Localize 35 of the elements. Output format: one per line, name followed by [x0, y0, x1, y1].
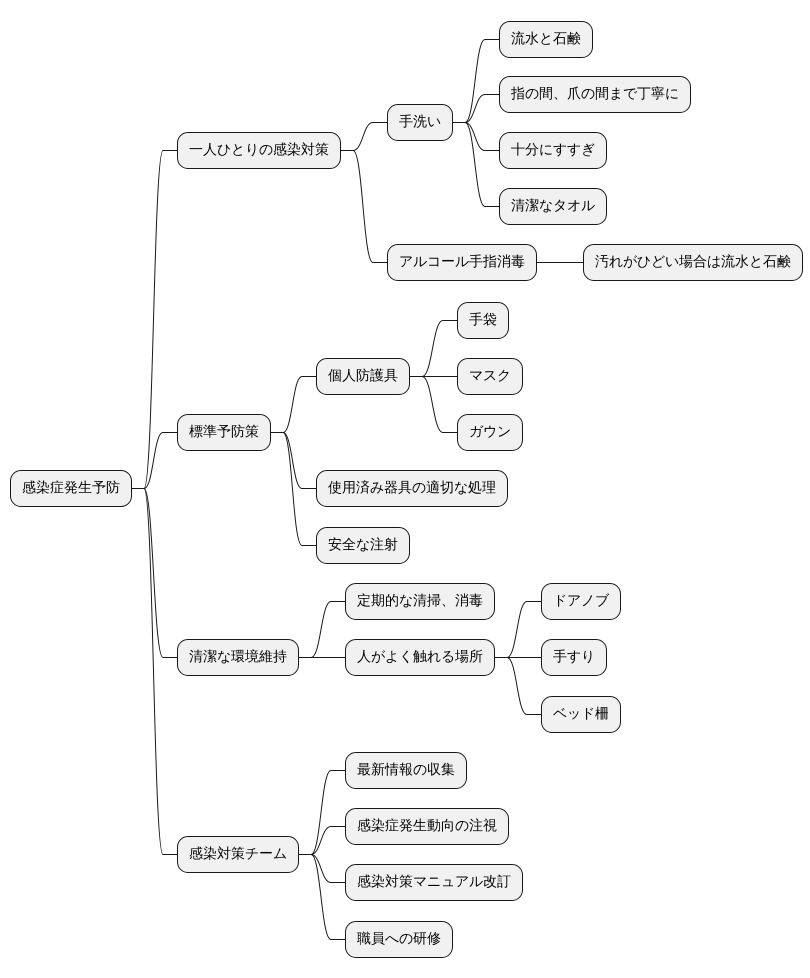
topic-box: 定期的な清掃、消毒 — [345, 583, 495, 620]
connector-line — [536, 262, 584, 263]
topic-box: 一人ひとりの感染対策 — [177, 132, 341, 169]
topic-box: 感染症発生動向の注視 — [345, 808, 509, 845]
connector-line — [270, 432, 316, 546]
topic-box: 感染対策チーム — [177, 836, 299, 873]
connector-line — [494, 657, 542, 715]
topic-box: 十分にすすぎ — [499, 132, 607, 169]
topic-box: アルコール手指消毒 — [387, 244, 537, 281]
topic-box: 汚れがひどい場合は流水と石鹸 — [583, 244, 803, 281]
connector-line — [298, 854, 346, 940]
topic-box: 手洗い — [387, 104, 453, 141]
topic-box: 指の間、爪の間まで丁寧に — [499, 76, 691, 113]
topic-box: 使用済み器具の適切な処理 — [316, 470, 508, 507]
topic-box: ガウン — [457, 414, 523, 451]
connector-line — [452, 122, 500, 207]
topic-box: 清潔なタオル — [499, 188, 607, 225]
topic-box: 職員への研修 — [345, 921, 453, 958]
topic-box: ベッド柵 — [541, 696, 621, 733]
topic-box: 流水と石鹸 — [499, 21, 593, 58]
connector-line — [298, 657, 346, 658]
topic-box: 安全な注射 — [316, 527, 410, 564]
topic-box: 個人防護具 — [316, 358, 410, 395]
topic-box: 人がよく触れる場所 — [345, 639, 495, 676]
connector-line — [410, 376, 458, 433]
topic-box: 標準予防策 — [177, 414, 271, 451]
topic-box: 感染対策マニュアル改訂 — [345, 864, 523, 901]
topic-box: ドアノブ — [541, 583, 621, 620]
topic-box: 手すり — [541, 639, 607, 676]
topic-box: 感染症発生予防 — [10, 470, 132, 507]
topic-box: 最新情報の収集 — [345, 752, 467, 789]
topic-box: 手袋 — [457, 302, 509, 339]
topic-box: マスク — [457, 358, 523, 395]
topic-box: 清潔な環境維持 — [177, 639, 299, 676]
connector-line — [340, 150, 388, 263]
